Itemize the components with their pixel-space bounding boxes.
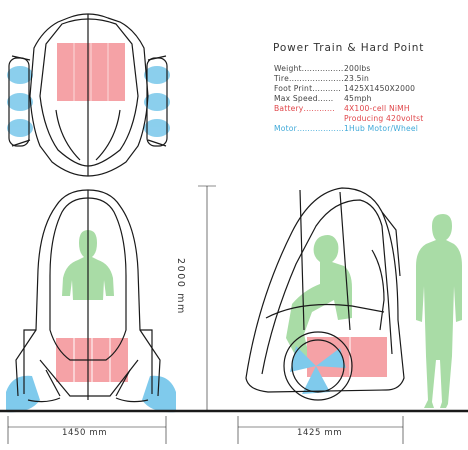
motor-left-2 <box>7 93 33 111</box>
side-view <box>245 187 462 408</box>
spec-weight: Weight................200lbs <box>274 64 371 73</box>
spec-max-speed: Max Speed......45mph <box>274 94 372 103</box>
height-label: 2000 mm <box>175 258 186 315</box>
ground-and-dimensions <box>0 185 468 444</box>
spec-title: Power Train & Hard Point <box>273 42 425 54</box>
motor-right-3 <box>144 119 170 137</box>
spec-tire: Tire......................23.5in <box>274 74 370 83</box>
motor-left-3 <box>7 119 33 137</box>
side-battery <box>307 337 387 377</box>
side-length-label: 1425 mm <box>297 428 343 438</box>
top-view <box>7 13 170 177</box>
top-view-motors <box>7 66 170 137</box>
side-occupant <box>286 235 352 364</box>
motor-left-1 <box>7 66 33 84</box>
standing-human <box>416 214 462 408</box>
front-motor-right <box>142 375 176 413</box>
front-motor-left <box>6 375 40 413</box>
front-width-label: 1450 mm <box>62 428 108 438</box>
motor-right-1 <box>144 66 170 84</box>
spec-battery: Battery............4X100-cell NiMH <box>274 104 410 113</box>
spec-foot-print: Foot Print...........1425X1450X2000 <box>274 84 416 93</box>
motor-right-2 <box>144 93 170 111</box>
front-view <box>6 189 176 413</box>
side-motor <box>290 346 346 394</box>
spec-motor: Motor..................1Hub Motor/Wheel <box>274 124 419 133</box>
